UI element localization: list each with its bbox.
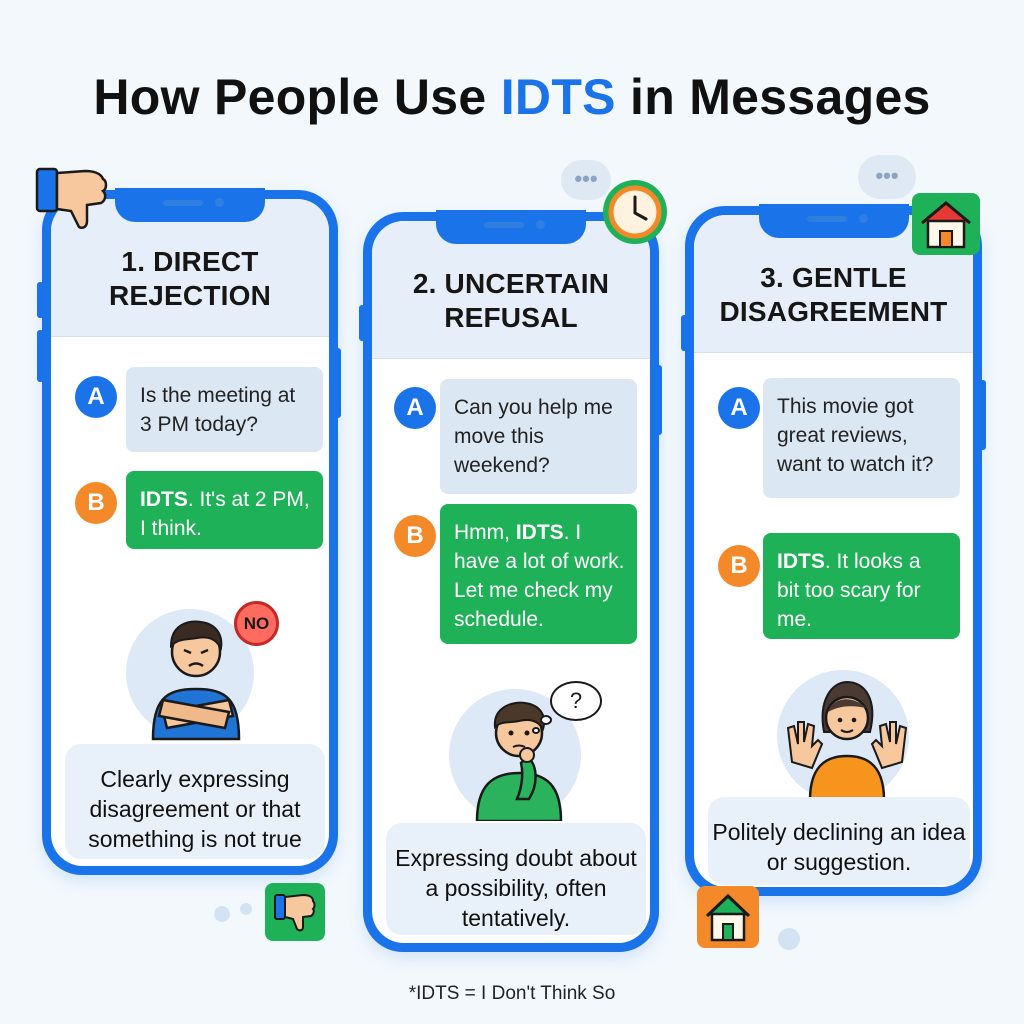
- phone-side-button: [979, 380, 986, 450]
- message-bubble-a: Can you help me move this weekend?: [440, 379, 637, 494]
- decorative-dot: [778, 928, 800, 950]
- card-caption: Clearly expressing disagreement or that …: [65, 744, 325, 859]
- title-highlight: IDTS: [500, 69, 616, 125]
- thumbs-down-icon: [265, 883, 325, 941]
- message-bubble-b: IDTS. It looks a bit too scary for me.: [763, 533, 960, 639]
- house-icon: [912, 193, 980, 255]
- footnote: *IDTS = I Don't Think So: [408, 983, 616, 1004]
- avatar-b: B: [718, 545, 760, 587]
- phone-card-uncertain-refusal: 2. UNCERTAIN REFUSAL A Can you help me m…: [363, 210, 659, 952]
- crossed-arms-person-illustration: [151, 620, 241, 741]
- page-title: How People Use IDTS in Messages: [93, 69, 931, 125]
- thumbs-down-icon: [35, 167, 108, 229]
- card-header: 1. DIRECT REJECTION: [51, 199, 329, 337]
- thinking-person-illustration: [475, 701, 563, 821]
- card-caption: Expressing doubt about a possibility, of…: [386, 823, 646, 935]
- phone-side-button: [359, 305, 366, 341]
- chat-dots-bubble: •••: [561, 160, 611, 200]
- avatar-b: B: [394, 515, 436, 557]
- phone-notch: [436, 210, 586, 244]
- avatar-b: B: [75, 482, 117, 524]
- phone-screen: 1. DIRECT REJECTION A Is the meeting at …: [51, 199, 329, 866]
- decorative-dot: [214, 906, 230, 922]
- card-header: 2. UNCERTAIN REFUSAL: [372, 221, 650, 359]
- card-heading: 2. UNCERTAIN REFUSAL: [412, 268, 610, 333]
- message-bubble-b: IDTS. It's at 2 PM, I think.: [126, 471, 323, 549]
- message-bubble-a: This movie got great reviews, want to wa…: [763, 378, 960, 498]
- phone-screen: 3. GENTLE DISAGREEMENT A This movie got …: [694, 215, 973, 887]
- thought-bubble: ?: [550, 681, 602, 721]
- hands-up-person-illustration: [786, 680, 908, 800]
- phone-screen: 2. UNCERTAIN REFUSAL A Can you help me m…: [372, 221, 650, 943]
- phone-side-button: [681, 315, 688, 351]
- no-badge: NO: [234, 601, 279, 646]
- card-heading: 3. GENTLE DISAGREEMENT: [719, 262, 948, 327]
- chat-dots-bubble: •••: [858, 155, 916, 199]
- card-heading: 1. DIRECT REJECTION: [108, 246, 272, 311]
- avatar-a: A: [718, 387, 760, 429]
- clock-icon: [603, 180, 667, 244]
- thought-bubble-dot: [540, 715, 552, 725]
- avatar-a: A: [394, 387, 436, 429]
- card-caption: Politely declining an idea or suggestion…: [708, 797, 970, 885]
- phone-card-direct-rejection: 1. DIRECT REJECTION A Is the meeting at …: [42, 188, 338, 875]
- message-bubble-a: Is the meeting at 3 PM today?: [126, 367, 323, 452]
- decorative-dot: [240, 903, 252, 915]
- phone-side-button: [37, 330, 44, 382]
- avatar-a: A: [75, 376, 117, 418]
- phone-side-button: [37, 282, 44, 318]
- thought-bubble-dot: [532, 727, 540, 734]
- message-bubble-b: Hmm, IDTS. I have a lot of work. Let me …: [440, 504, 637, 644]
- phone-notch: [115, 188, 265, 222]
- house-icon: [697, 886, 759, 948]
- phone-card-gentle-disagreement: 3. GENTLE DISAGREEMENT A This movie got …: [685, 204, 982, 896]
- phone-notch: [758, 204, 909, 238]
